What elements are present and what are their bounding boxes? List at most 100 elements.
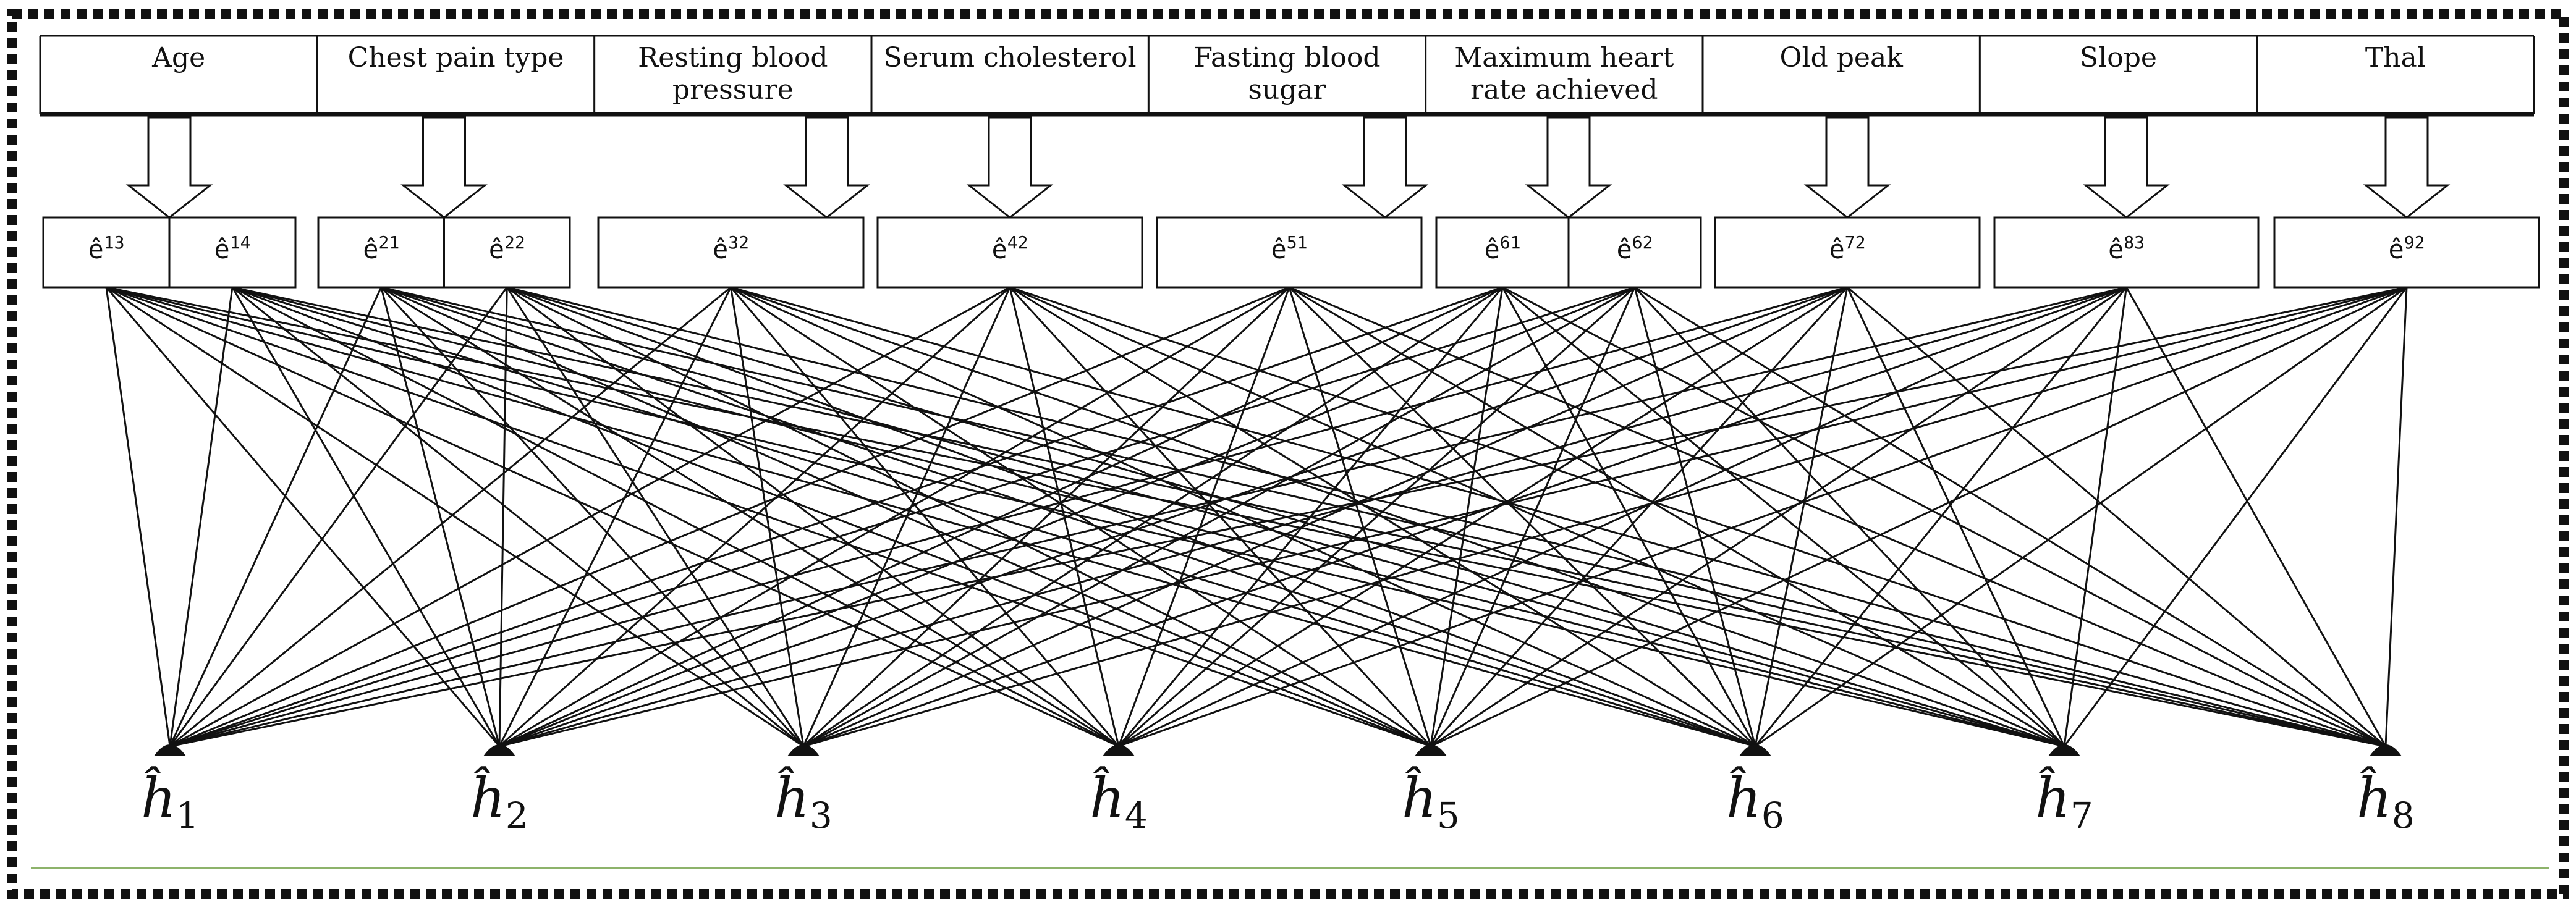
edge-1-1 — [231, 287, 501, 747]
edge-9-4 — [1430, 286, 1849, 748]
edge-8-2 — [803, 286, 1635, 748]
encoding-box-thal — [2273, 216, 2540, 289]
edge-5-3 — [1009, 287, 1120, 747]
edge-3-2 — [506, 287, 805, 747]
encoding-box-old-peak — [1714, 216, 1981, 289]
edge-3-3 — [506, 286, 1119, 748]
edge-6-6 — [1289, 286, 2065, 748]
hidden-node-label-2: ĥ2 — [470, 766, 528, 836]
hidden-node-arrowhead — [1415, 744, 1447, 756]
hidden-nodes: ĥ1 ĥ2 ĥ3 ĥ4 ĥ5 ĥ6 ĥ7 ĥ8 — [141, 744, 2415, 836]
edge-1-4 — [232, 286, 1431, 748]
down-arrow-old-peak — [1803, 116, 1891, 219]
edge-11-4 — [1430, 286, 2407, 748]
edge-9-1 — [499, 286, 1848, 748]
edge-6-3 — [1117, 287, 1290, 747]
edge-11-2 — [803, 286, 2407, 748]
edge-9-5 — [1754, 287, 1849, 747]
edge-11-6 — [2063, 287, 2408, 747]
edge-1-7 — [232, 286, 2386, 748]
edge-5-2 — [802, 287, 1011, 747]
edge-7-1 — [499, 286, 1503, 748]
edge-5-6 — [1009, 286, 2065, 748]
hidden-node-arrowhead — [154, 744, 186, 756]
edge-11-0 — [169, 286, 2407, 748]
edge-10-7 — [2125, 287, 2387, 747]
edge-6-0 — [169, 286, 1290, 748]
edge-10-6 — [2063, 287, 2127, 747]
down-arrow-chest-pain-type — [400, 116, 488, 219]
encoding-label-61: ê61 — [1484, 232, 1520, 264]
edge-3-5 — [506, 286, 1756, 748]
edge-11-3 — [1118, 286, 2407, 748]
edge-0-3 — [106, 286, 1119, 748]
edge-8-4 — [1430, 287, 1636, 747]
header-label-chest-pain-type: Chest pain type — [348, 42, 564, 74]
hidden-node-arrowhead — [1103, 744, 1135, 756]
edge-0-0 — [105, 287, 171, 747]
edge-6-1 — [499, 286, 1290, 748]
encoding-label-72: ê72 — [1829, 232, 1865, 264]
encoding-label-92: ê92 — [2388, 232, 2425, 264]
header-label-maximum-heart-rate-achieved: rate achieved — [1470, 74, 1658, 106]
encoding-box-slope — [1993, 216, 2260, 289]
edge-7-0 — [169, 286, 1503, 748]
edge-8-7 — [1634, 286, 2386, 748]
header-label-slope: Slope — [2080, 42, 2157, 74]
header-label-fasting-blood-sugar: sugar — [1248, 74, 1326, 106]
encoding-label-13: ê13 — [88, 232, 124, 264]
edge-2-0 — [169, 287, 383, 747]
edge-10-2 — [803, 286, 2127, 748]
edge-1-0 — [169, 287, 234, 747]
edge-3-1 — [498, 287, 508, 747]
edge-0-6 — [106, 286, 2065, 748]
encoding-label-21: ê21 — [363, 232, 399, 264]
encoding-box-resting-blood-pressure — [597, 216, 865, 289]
edge-5-0 — [169, 286, 1010, 748]
edge-10-4 — [1430, 286, 2127, 748]
edge-11-5 — [1755, 286, 2407, 748]
down-arrow-resting-blood-pressure — [783, 116, 870, 219]
edge-5-1 — [498, 286, 1011, 748]
edge-8-3 — [1118, 286, 1635, 748]
edge-0-7 — [106, 286, 2386, 748]
edge-4-7 — [731, 286, 2386, 748]
edge-3-4 — [506, 286, 1431, 748]
connection-edges — [105, 286, 2408, 748]
edge-6-5 — [1288, 286, 1756, 748]
edge-9-3 — [1118, 286, 1848, 748]
edge-11-1 — [499, 286, 2407, 748]
edge-9-7 — [1847, 286, 2386, 748]
edge-10-5 — [1754, 287, 2127, 747]
hidden-node-label-7: ĥ7 — [2035, 766, 2093, 836]
hidden-node-label-8: ĥ8 — [2357, 766, 2415, 836]
edge-4-1 — [498, 287, 732, 747]
hidden-node-label-3: ĥ3 — [774, 766, 833, 836]
encoding-label-51: ê51 — [1271, 232, 1307, 264]
edge-7-2 — [803, 286, 1503, 748]
hidden-node-label-6: ĥ6 — [1726, 766, 1784, 836]
header-label-maximum-heart-rate-achieved: Maximum heart — [1454, 42, 1674, 74]
header-label-fasting-blood-sugar: Fasting blood — [1194, 42, 1381, 74]
edge-4-4 — [730, 286, 1431, 748]
hidden-node-label-4: ĥ4 — [1090, 766, 1148, 836]
edge-7-7 — [1502, 286, 2386, 748]
edge-9-6 — [1846, 287, 2065, 747]
edge-2-1 — [380, 287, 501, 747]
edge-0-1 — [105, 287, 501, 747]
hidden-node-arrowhead — [483, 744, 515, 756]
header-label-resting-blood-pressure: pressure — [672, 74, 794, 106]
edge-4-3 — [730, 287, 1120, 747]
edge-5-5 — [1009, 286, 1756, 748]
edge-6-2 — [802, 286, 1290, 748]
header-label-thal: Thal — [2365, 42, 2426, 74]
encoding-label-62: ê62 — [1616, 232, 1653, 264]
encoding-label-32: ê32 — [713, 232, 749, 264]
hidden-node-label-1: ĥ1 — [141, 766, 199, 836]
hidden-node-label-5: ĥ5 — [1402, 766, 1460, 836]
encoding-label-14: ê14 — [214, 232, 250, 264]
outer-dotted-border — [7, 9, 2569, 899]
